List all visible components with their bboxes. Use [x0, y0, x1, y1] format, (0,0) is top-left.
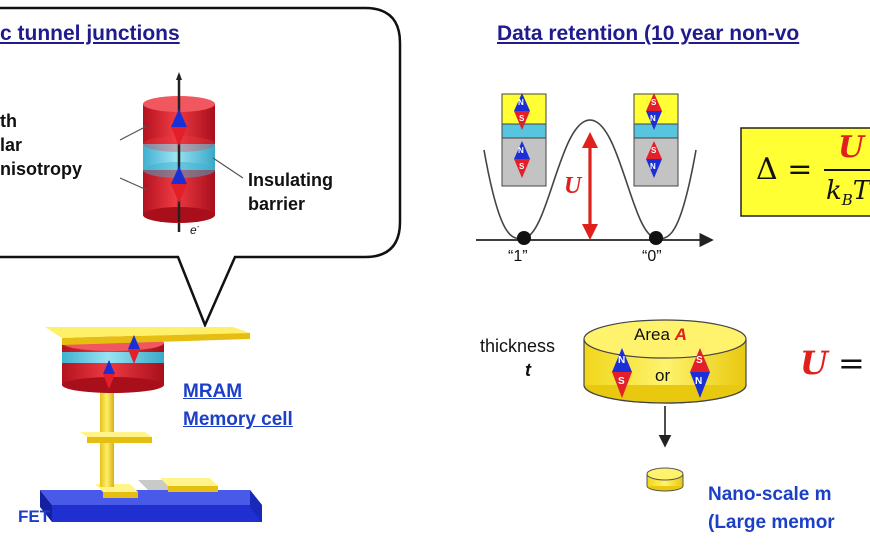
- pole-label: N: [695, 376, 703, 387]
- memory-cell-label: Memory cell: [183, 409, 293, 430]
- magnetic-disk: [583, 319, 747, 404]
- anisotropy-label-line2: lar: [0, 135, 23, 155]
- insulating-barrier-label-line2: barrier: [248, 194, 306, 214]
- fet-label: FET: [18, 507, 51, 526]
- stack-state-one: [501, 93, 547, 187]
- insulating-barrier-label-line1: Insulating: [248, 170, 333, 190]
- pole-label: N: [518, 146, 524, 155]
- pole-label: S: [651, 146, 657, 155]
- pole-label: N: [650, 114, 656, 123]
- pole-label: N: [650, 162, 656, 171]
- mtj-cylinder: [119, 72, 244, 232]
- delta-numerator: U: [838, 130, 865, 165]
- energy-landscape: [476, 119, 714, 248]
- energy-barrier-label: U: [564, 173, 582, 199]
- small-disk: [646, 467, 684, 492]
- nano-scale-label: Nano-scale m: [708, 484, 832, 505]
- right-title: Data retention (10 year non-vo: [497, 22, 800, 45]
- electron-label: e-: [190, 222, 200, 237]
- state-zero-label: “0”: [642, 248, 662, 265]
- pole-label: S: [696, 355, 703, 366]
- u-equation-lhs: U: [800, 344, 828, 382]
- thickness-symbol: t: [525, 360, 531, 380]
- area-label: Area A: [634, 325, 687, 344]
- left-title: c tunnel junctions: [0, 22, 180, 45]
- equation-highlight-box: [740, 127, 870, 217]
- mram-label: MRAM: [183, 381, 243, 402]
- large-memory-label: (Large memor: [708, 512, 835, 533]
- pole-label: N: [618, 355, 626, 366]
- pole-label: S: [618, 376, 625, 387]
- pole-label: S: [519, 114, 525, 123]
- or-label: or: [655, 366, 671, 385]
- delta-lhs: Δ =: [756, 152, 813, 187]
- anisotropy-label-line1: th: [0, 111, 17, 131]
- pole-label: N: [518, 98, 524, 107]
- mram-structure: [40, 327, 262, 522]
- thickness-label: thickness: [480, 336, 556, 356]
- delta-denominator: kBT: [826, 176, 870, 210]
- anisotropy-label-line3: nisotropy: [0, 159, 83, 179]
- pole-label: S: [651, 98, 657, 107]
- state-one-label: “1”: [508, 248, 528, 265]
- stack-state-zero: [633, 93, 679, 187]
- pole-label: S: [519, 162, 525, 171]
- u-equation-equals: =: [838, 344, 865, 382]
